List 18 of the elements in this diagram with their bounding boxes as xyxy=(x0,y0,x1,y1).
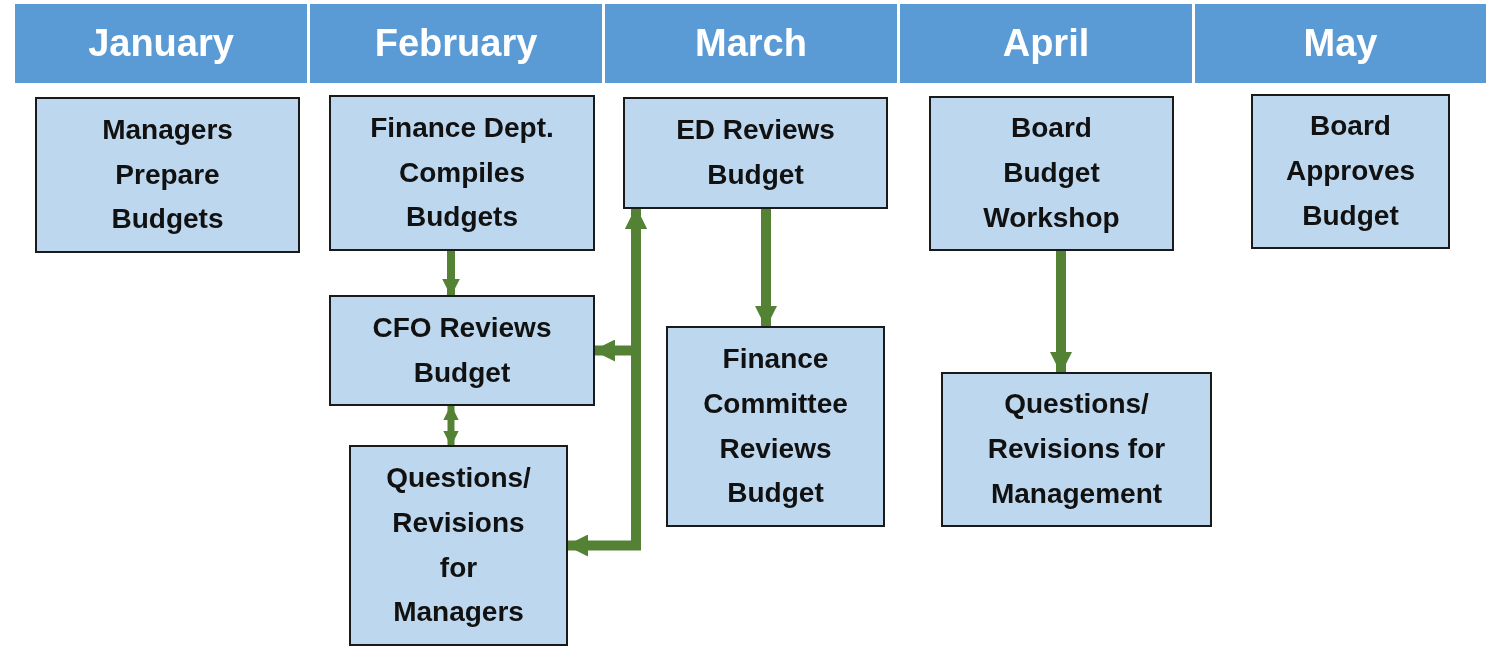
arrow xyxy=(442,251,460,297)
month-header: February xyxy=(310,4,602,83)
process-box: Questions/ Revisions for Managers xyxy=(349,445,568,646)
process-box: Finance Committee Reviews Budget xyxy=(666,326,885,527)
process-box: Finance Dept. Compiles Budgets xyxy=(329,95,595,251)
process-box: Board Approves Budget xyxy=(1251,94,1450,249)
process-box: ED Reviews Budget xyxy=(623,97,888,209)
process-box: CFO Reviews Budget xyxy=(329,295,595,406)
month-header: April xyxy=(900,4,1192,83)
month-header: May xyxy=(1195,4,1486,83)
arrow xyxy=(1050,251,1072,374)
month-header: January xyxy=(15,4,307,83)
month-header: March xyxy=(605,4,897,83)
arrow xyxy=(755,209,777,328)
process-box: Board Budget Workshop xyxy=(929,96,1174,251)
process-box: Managers Prepare Budgets xyxy=(35,97,300,253)
arrow xyxy=(443,404,459,447)
process-box: Questions/ Revisions for Management xyxy=(941,372,1212,527)
